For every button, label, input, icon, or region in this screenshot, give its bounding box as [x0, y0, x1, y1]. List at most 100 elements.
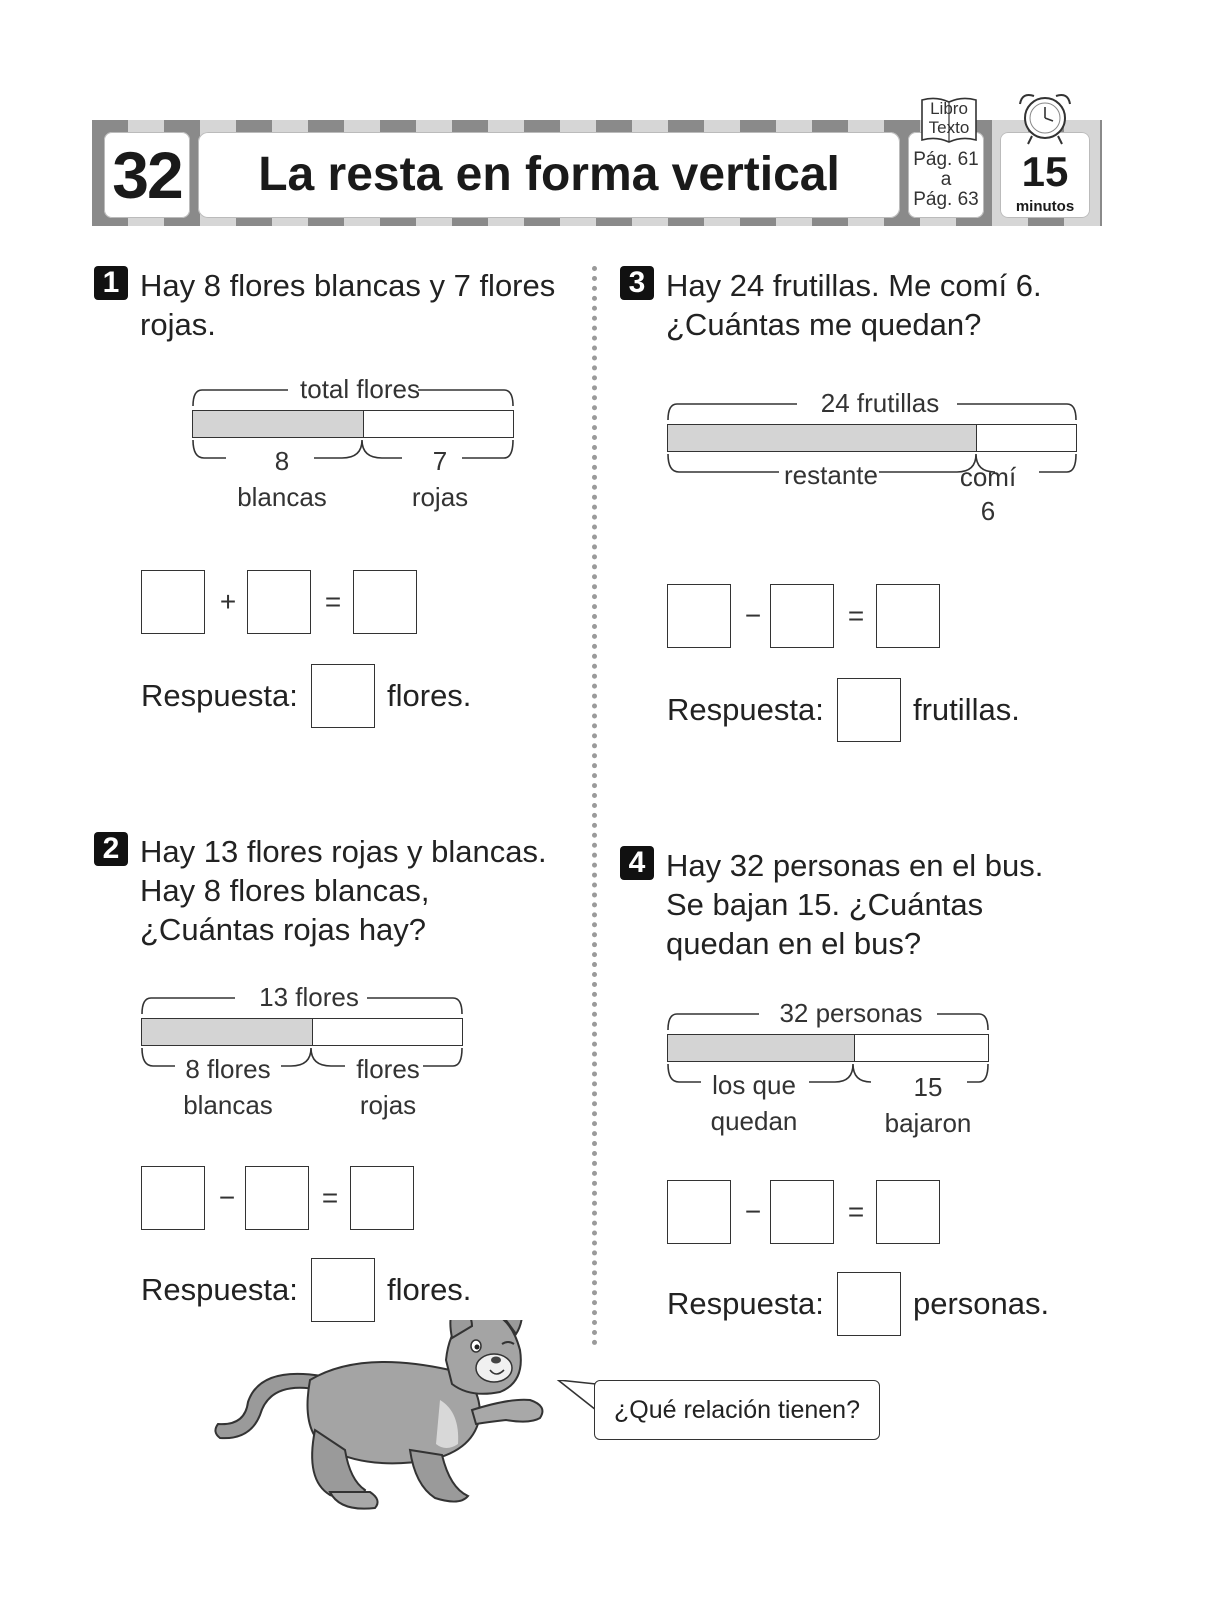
total-bracket: [192, 389, 514, 407]
answer-label: Respuesta:: [141, 678, 298, 713]
equation-box-2[interactable]: [770, 1180, 834, 1244]
equation-box-3[interactable]: [350, 1166, 414, 1230]
time-box: [1000, 132, 1090, 218]
pages-range: Pág. 61 a Pág. 63: [908, 150, 984, 210]
alarm-clock-icon: [1019, 94, 1071, 145]
pages-connector: a: [940, 169, 952, 190]
total-bracket: [667, 403, 1077, 421]
answer-unit: personas.: [913, 1286, 1050, 1321]
total-bracket: [141, 997, 463, 1015]
speech-bubble-tail: [556, 1380, 597, 1411]
answer-label: Respuesta:: [141, 1272, 298, 1307]
right-part-label: comí: [959, 462, 1017, 492]
equation-box-2[interactable]: [245, 1166, 309, 1230]
minutes-value: 15: [1021, 148, 1069, 195]
right-part-label: rojas: [359, 1090, 417, 1120]
problem-text: Hay 13 flores rojas y blancas. Hay 8 flo…: [140, 832, 580, 949]
tape-fill: [142, 1019, 313, 1045]
tape-fill: [668, 425, 978, 451]
problem-line: rojas.: [140, 307, 216, 342]
problem-number: 2: [94, 832, 128, 866]
cat-mascot-icon: [214, 1320, 544, 1510]
equals-sign: =: [324, 586, 342, 617]
total-label: 32 personas: [779, 998, 923, 1028]
left-part-label-line2: quedan: [710, 1106, 798, 1136]
tape-fill: [193, 411, 364, 437]
book-label: Libro Texto: [928, 99, 970, 137]
answer-label: Respuesta:: [667, 1286, 824, 1321]
operator-sign: −: [744, 1196, 762, 1227]
right-part-value: 7: [432, 446, 448, 476]
left-part-label: blancas: [237, 482, 327, 512]
equation-box-1[interactable]: [667, 584, 731, 648]
right-part-label: rojas: [411, 482, 469, 512]
equation-box-3[interactable]: [353, 570, 417, 634]
left-part-value: 8: [274, 446, 290, 476]
answer-box[interactable]: [311, 1258, 375, 1322]
book-reference-box: [908, 132, 984, 218]
answer-unit: flores.: [387, 678, 472, 713]
left-part-label: blancas: [183, 1090, 273, 1120]
problem-number: 3: [620, 266, 654, 300]
right-part-value: 6: [980, 496, 996, 526]
tape-fill: [668, 1035, 855, 1061]
tape-bar: [192, 410, 514, 438]
operator-sign: −: [218, 1182, 236, 1213]
column-divider: [592, 266, 597, 1346]
book-icon: [921, 97, 977, 143]
pages-from: Pág. 61: [913, 149, 979, 170]
answer-unit: frutillas.: [913, 692, 1020, 727]
pages-to: Pág. 63: [913, 189, 979, 210]
answer-box[interactable]: [837, 678, 901, 742]
total-label: total flores: [300, 374, 420, 404]
equation-box-3[interactable]: [876, 1180, 940, 1244]
right-part-label: bajaron: [884, 1108, 972, 1138]
problem-line: Hay 13 flores rojas y blancas.: [140, 834, 547, 869]
page-title: La resta en forma vertical: [258, 148, 840, 201]
equation-box-1[interactable]: [667, 1180, 731, 1244]
parts-bracket: [667, 1063, 989, 1083]
speech-bubble: ¿Qué relación tienen?: [594, 1380, 880, 1440]
equation-box-1[interactable]: [141, 1166, 205, 1230]
problem-line: ¿Cuántas rojas hay?: [140, 912, 427, 947]
problem-line: Se bajan 15. ¿Cuántas: [666, 887, 984, 922]
problem-line: Hay 8 flores blancas,: [140, 873, 430, 908]
problem-number: 1: [94, 266, 128, 300]
answer-box[interactable]: [311, 664, 375, 728]
problem-number: 4: [620, 846, 654, 880]
tape-bar: [141, 1018, 463, 1046]
tape-bar: [667, 424, 1077, 452]
left-part-label: restante: [784, 460, 878, 490]
parts-bracket: [192, 439, 514, 459]
parts-bracket: [667, 453, 1077, 473]
problem-text: Hay 32 personas en el bus. Se bajan 15. …: [666, 846, 1106, 963]
problem-text: Hay 24 frutillas. Me comí 6. ¿Cuántas me…: [666, 266, 1106, 344]
left-part-value: 8 flores: [185, 1054, 271, 1084]
total-label: 13 flores: [259, 982, 359, 1012]
parts-bracket: [141, 1047, 463, 1067]
title-box: La resta en forma vertical: [198, 132, 900, 218]
answer-box[interactable]: [837, 1272, 901, 1336]
problem-line: Hay 8 flores blancas y 7 flores: [140, 268, 556, 303]
problem-text: Hay 8 flores blancas y 7 flores rojas.: [140, 266, 580, 344]
lesson-number: 32: [104, 132, 190, 218]
equation-box-3[interactable]: [876, 584, 940, 648]
problem-line: Hay 24 frutillas. Me comí 6.: [666, 268, 1042, 303]
problem-line: ¿Cuántas me quedan?: [666, 307, 982, 342]
minutes-label: minutos: [1015, 198, 1075, 215]
right-part-value: 15: [913, 1072, 943, 1102]
left-part-label-line1: los que: [712, 1070, 796, 1100]
operator-sign: +: [219, 586, 237, 617]
equals-sign: =: [321, 1182, 339, 1213]
tape-bar: [667, 1034, 989, 1062]
answer-unit: flores.: [387, 1272, 472, 1307]
equation-box-2[interactable]: [770, 584, 834, 648]
problem-line: quedan en el bus?: [666, 926, 922, 961]
operator-sign: −: [744, 600, 762, 631]
equation-box-2[interactable]: [247, 570, 311, 634]
answer-label: Respuesta:: [667, 692, 824, 727]
total-label: 24 frutillas: [820, 388, 940, 418]
total-bracket: [667, 1013, 989, 1031]
equals-sign: =: [847, 1196, 865, 1227]
equation-box-1[interactable]: [141, 570, 205, 634]
